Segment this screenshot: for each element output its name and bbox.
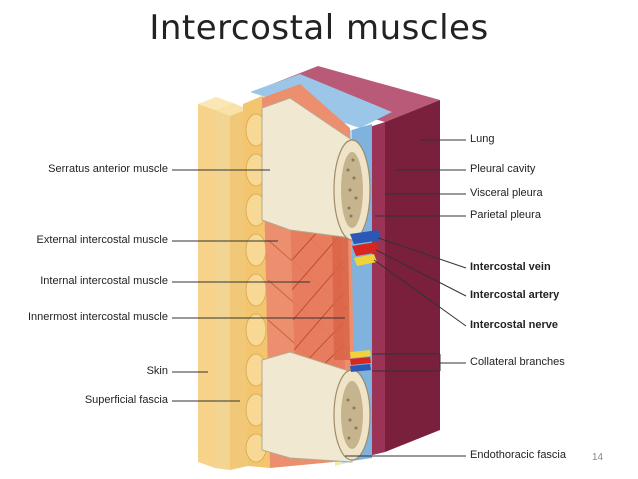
lung-side [385, 100, 440, 452]
upper-rib [261, 97, 371, 241]
label-lung: Lung [470, 133, 495, 145]
page-number: 14 [592, 452, 604, 463]
label-innermost-intercostal: Innermost intercostal muscle [28, 311, 168, 323]
label-collateral-branches: Collateral branches [470, 356, 565, 368]
label-pleural-cavity: Pleural cavity [470, 163, 536, 175]
label-visceral-pleura: Visceral pleura [470, 187, 543, 199]
lower-rib [261, 351, 371, 463]
skin-layer [198, 97, 233, 468]
superficial-fascia [215, 103, 248, 470]
label-endothoracic-fascia: Endothoracic fascia [470, 449, 566, 461]
label-internal-intercostal: Internal intercostal muscle [40, 275, 168, 287]
label-superficial-fascia: Superficial fascia [84, 394, 168, 406]
label-intercostal-vein: Intercostal vein [470, 261, 551, 273]
label-skin: Skin [146, 365, 168, 377]
label-intercostal-artery: Intercostal artery [470, 289, 560, 301]
label-external-intercostal: External intercostal muscle [36, 234, 168, 246]
label-parietal-pleura: Parietal pleura [470, 209, 541, 221]
slide-title: Intercostal muscles [149, 8, 489, 48]
leader-lines-right [345, 139, 467, 457]
collateral-branches [350, 350, 371, 372]
leader-lines-left [172, 169, 345, 402]
label-intercostal-nerve: Intercostal nerve [470, 319, 559, 331]
neurovascular-bundle [350, 230, 382, 266]
label-serratus-anterior: Serratus anterior muscle [48, 163, 168, 175]
innermost-intercostal [332, 232, 350, 360]
